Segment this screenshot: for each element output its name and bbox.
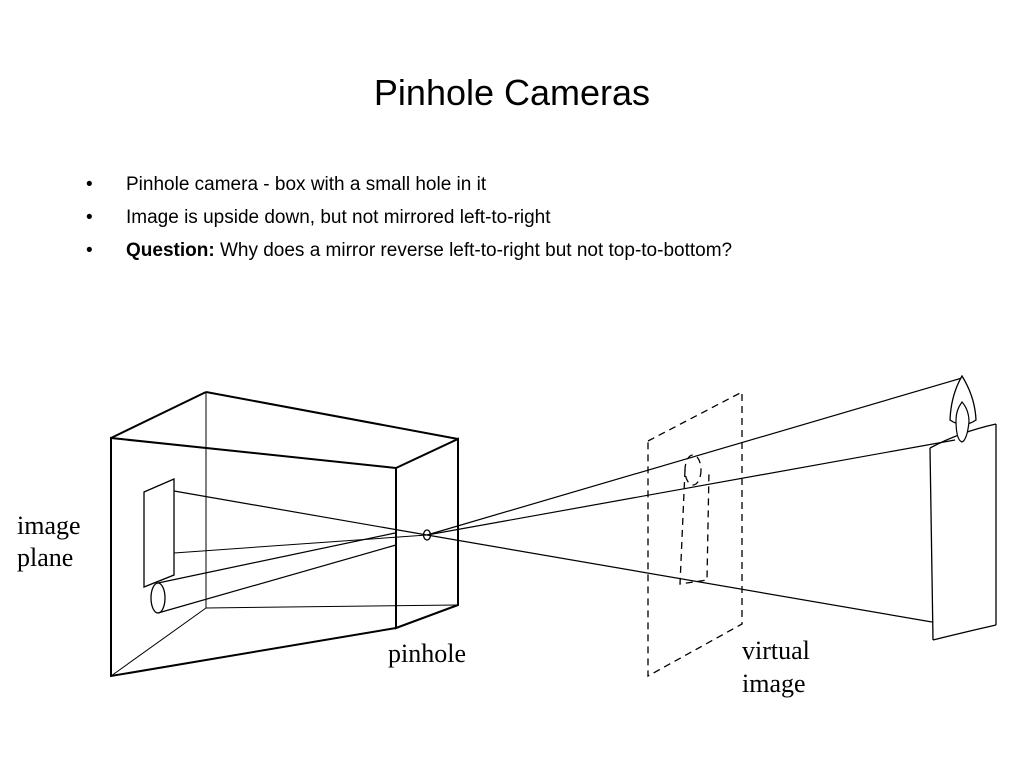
virtual-image-plane (647, 390, 743, 678)
bullet-text: Why does a mirror reverse left-to-right … (214, 240, 733, 261)
slide-title: Pinhole Cameras (373, 72, 651, 113)
bullet-dot: • (86, 174, 93, 195)
virtual-image-label-line2: image (742, 669, 806, 698)
bullet-dot: • (86, 240, 93, 261)
candle-object (929, 374, 997, 641)
image-plane-label-line1: image (17, 511, 81, 540)
bullet-item: • Question: Why does a mirror reverse le… (86, 234, 732, 267)
camera-box (110, 391, 459, 678)
internal-rays (173, 490, 428, 554)
bullet-text: Image is upside down, but not mirrored l… (126, 207, 551, 228)
external-rays (426, 377, 963, 623)
inverted-image (150, 532, 397, 614)
bullet-list: • Pinhole camera - box with a small hole… (86, 168, 732, 267)
bullet-item: • Image is upside down, but not mirrored… (86, 201, 732, 234)
question-label: Question: (126, 240, 215, 261)
image-plane (143, 478, 175, 588)
bullet-item: • Pinhole camera - box with a small hole… (86, 168, 732, 201)
pinhole-label: pinhole (388, 639, 466, 668)
bullet-text: Pinhole camera - box with a small hole i… (126, 174, 487, 195)
image-plane-label-line2: plane (17, 543, 73, 572)
virtual-image-label-line1: virtual (742, 636, 810, 665)
bullet-dot: • (86, 207, 93, 228)
